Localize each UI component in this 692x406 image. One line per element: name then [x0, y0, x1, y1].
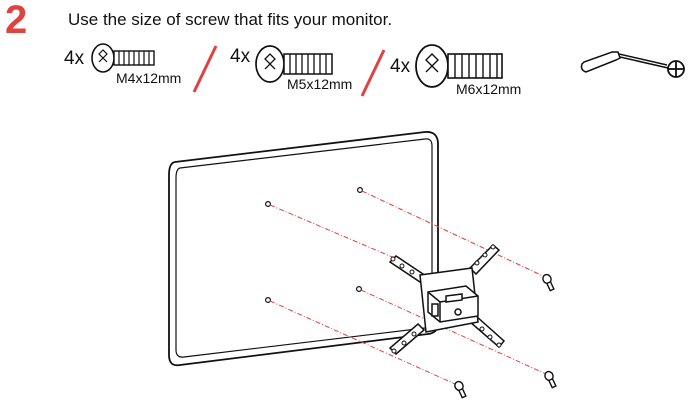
monitor-back-panel: [168, 131, 439, 367]
screw-size-3: M6x12mm: [456, 81, 522, 97]
phillips-screw-icon: [255, 45, 333, 83]
vesa-hole: [357, 187, 364, 194]
phillips-screw-icon: [415, 44, 503, 88]
screw-quantity-3: 4x: [390, 56, 411, 77]
vesa-hole: [356, 286, 363, 293]
divider-slash: [192, 45, 218, 93]
screw-size-2: M5x12mm: [287, 76, 353, 92]
step-number: 2: [5, 0, 28, 42]
vesa-hole: [265, 201, 272, 208]
screw-quantity-1: 4x: [64, 48, 85, 69]
divider-slash: [360, 49, 386, 97]
vesa-hole: [265, 297, 272, 304]
step-instruction: Use the size of screw that fits your mon…: [68, 10, 393, 29]
mounting-screw: [454, 273, 557, 399]
phillips-screw-icon: [91, 43, 155, 73]
phillips-screwdriver-icon: [580, 51, 685, 78]
screw-size-1: M4x12mm: [116, 70, 182, 86]
screw-quantity-2: 4x: [230, 46, 251, 67]
mount-arm-block: [427, 285, 479, 323]
